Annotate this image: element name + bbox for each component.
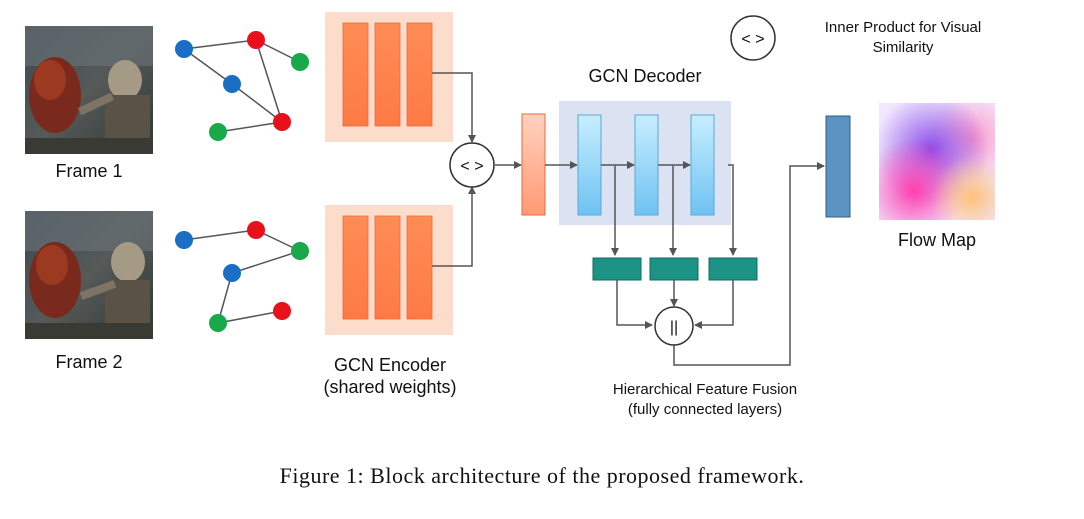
graph-node-blue bbox=[223, 75, 241, 93]
legend-line-2: Similarity bbox=[872, 39, 934, 56]
gcn-encoder-top bbox=[325, 12, 453, 142]
graph-2-nodes bbox=[175, 221, 309, 332]
frame-2-image bbox=[25, 211, 153, 339]
graph-node-blue bbox=[175, 231, 193, 249]
output-block bbox=[825, 115, 851, 218]
graph-node-green bbox=[291, 242, 309, 260]
encoder-title: GCN Encoder bbox=[333, 355, 447, 375]
graph-1-nodes bbox=[175, 31, 309, 141]
encoder-subtitle: (shared weights) bbox=[323, 377, 457, 397]
fusion-title: Hierarchical Feature Fusion bbox=[612, 381, 798, 398]
graph-node-green bbox=[209, 123, 227, 141]
graph-node-green bbox=[209, 314, 227, 332]
graph-node-red bbox=[273, 113, 291, 131]
frame-1-image bbox=[25, 26, 153, 154]
frame-1-label: Frame 1 bbox=[55, 161, 123, 181]
flow-map-image bbox=[879, 103, 995, 220]
graph-node-blue bbox=[175, 40, 193, 58]
inner-product-node bbox=[449, 142, 495, 188]
decoder-input-block bbox=[521, 113, 546, 216]
inner-product-symbol: < > bbox=[460, 158, 483, 175]
encoder-arrows bbox=[432, 72, 476, 267]
flow-map-label: Flow Map bbox=[897, 230, 977, 250]
decoder-arrows bbox=[545, 161, 737, 256]
gcn-decoder-blocks bbox=[577, 114, 715, 216]
graph-node-red bbox=[247, 221, 265, 239]
graph-node-blue bbox=[223, 264, 241, 282]
concat-symbol: || bbox=[670, 319, 678, 336]
decoder-title: GCN Decoder bbox=[588, 66, 702, 86]
legend-line-1: Inner Product for Visual bbox=[824, 19, 982, 36]
legend-inner-product-icon bbox=[730, 15, 776, 61]
gcn-encoder-bottom bbox=[325, 205, 453, 335]
fusion-fc-blocks bbox=[592, 257, 758, 281]
legend-inner-product-symbol: < > bbox=[741, 31, 764, 48]
graph-node-red bbox=[247, 31, 265, 49]
figure-caption: Figure 1: Block architecture of the prop… bbox=[279, 463, 805, 488]
concat-node bbox=[654, 306, 694, 346]
graph-node-red bbox=[273, 302, 291, 320]
fusion-arrows bbox=[616, 162, 825, 366]
graph-node-green bbox=[291, 53, 309, 71]
fusion-subtitle: (fully connected layers) bbox=[627, 401, 783, 418]
frame-2-label: Frame 2 bbox=[55, 352, 123, 372]
